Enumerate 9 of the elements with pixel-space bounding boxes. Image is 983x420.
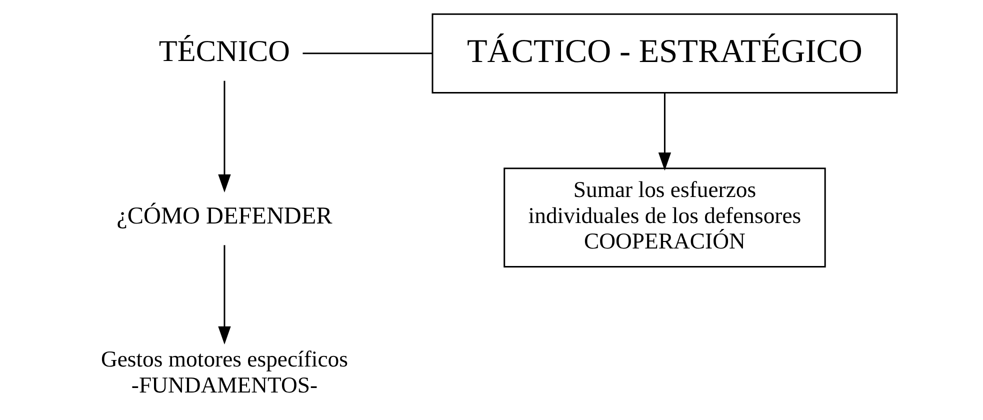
node-box: TÁCTICO - ESTRATÉGICO xyxy=(432,13,898,94)
arrow xyxy=(658,93,672,171)
node-text: TÉCNICO xyxy=(158,34,290,68)
node-text: Gestos motores específicos -FUNDAMENTOS- xyxy=(100,346,348,398)
arrow xyxy=(218,80,231,193)
node-box: Sumar los esfuerzos individuales de los defensores COOPERACIÓN xyxy=(504,168,826,268)
arrow xyxy=(218,245,231,345)
node-text: ¿CÓMO DEFENDER xyxy=(116,202,332,230)
connector xyxy=(302,52,432,54)
